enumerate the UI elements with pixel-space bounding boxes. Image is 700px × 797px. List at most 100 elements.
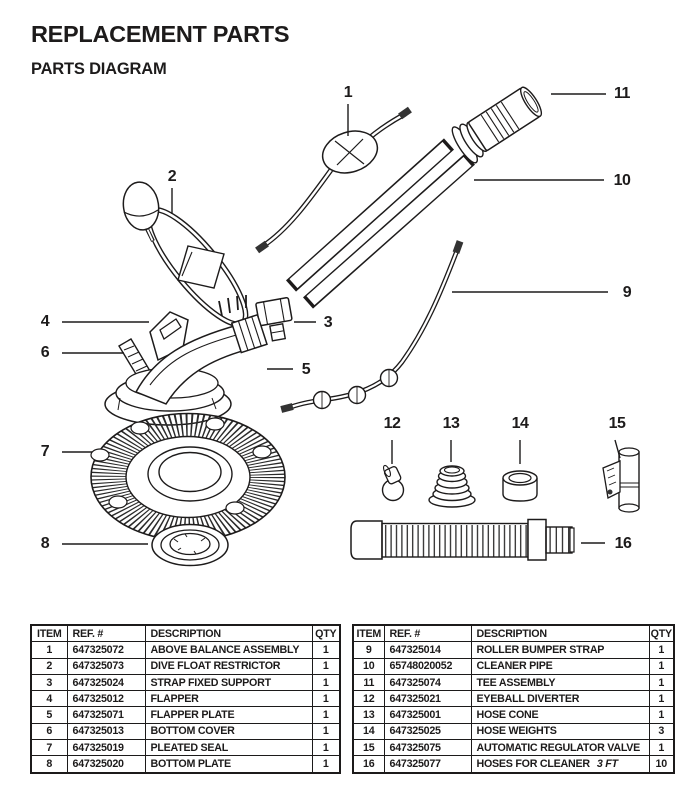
table-row: 5 647325071 FLAPPER PLATE 1 (30, 706, 341, 724)
table-row: 2 647325073 DIVE FLOAT RESTRICTOR 1 (30, 657, 341, 675)
cell-item: 6 (30, 722, 68, 741)
cell-item: 3 (30, 673, 68, 692)
col-header-qty: QTY (311, 624, 341, 643)
cell-ref: 647325014 (383, 641, 472, 659)
cell-description: HOSES FOR CLEANER 3 FT (470, 755, 650, 774)
cell-item: 5 (30, 706, 68, 724)
part-cleaner-hose (350, 518, 575, 561)
cell-qty: 1 (311, 755, 341, 774)
cell-qty: 1 (648, 641, 675, 659)
cell-item: 11 (352, 673, 385, 692)
callout-8: 8 (40, 535, 50, 552)
cell-item: 1 (30, 641, 68, 659)
cell-ref: 647325075 (383, 739, 472, 757)
col-header-item: ITEM (30, 624, 68, 643)
description-text: DIVE FLOAT RESTRICTOR (150, 660, 281, 673)
table-row: 4 647325012 FLAPPER 1 (30, 690, 341, 708)
cell-ref: 647325025 (383, 722, 472, 741)
page-subtitle: PARTS DIAGRAM (31, 60, 167, 78)
cell-qty: 1 (311, 657, 341, 675)
cell-qty: 10 (648, 755, 675, 774)
callout-9: 9 (622, 284, 632, 301)
cell-description: ROLLER BUMPER STRAP (470, 641, 650, 659)
cell-ref: 647325001 (383, 706, 472, 724)
cell-qty: 1 (648, 739, 675, 757)
cell-ref: 647325024 (66, 673, 146, 692)
table-row: 1 647325072 ABOVE BALANCE ASSEMBLY 1 (30, 641, 341, 659)
cell-qty: 1 (648, 673, 675, 692)
cell-description: BOTTOM PLATE (144, 755, 313, 774)
part-above-balance-assembly (255, 106, 412, 254)
cell-ref: 647325013 (66, 722, 146, 741)
callout-12: 12 (383, 415, 401, 432)
cell-ref: 65748020052 (383, 657, 472, 675)
part-cleaner-pipe (285, 138, 475, 309)
cell-qty: 1 (311, 673, 341, 692)
col-header-ref: REF. # (383, 624, 472, 643)
parts-table-items-9-16: ITEM REF. # DESCRIPTION QTY 9 647325014 … (352, 624, 675, 774)
cell-ref: 647325073 (66, 657, 146, 675)
cell-ref: 647325012 (66, 690, 146, 708)
description-text: ABOVE BALANCE ASSEMBLY (150, 643, 300, 656)
cell-qty: 1 (648, 706, 675, 724)
part-tee-assembly (451, 86, 543, 164)
cell-ref: 647325072 (66, 641, 146, 659)
callout-7: 7 (40, 443, 50, 460)
cell-item: 9 (352, 641, 385, 659)
cell-qty: 1 (648, 657, 675, 675)
cell-item: 2 (30, 657, 68, 675)
table-row: 12 647325021 EYEBALL DIVERTER 1 (352, 690, 675, 708)
cell-item: 7 (30, 739, 68, 757)
cell-ref: 647325021 (383, 690, 472, 708)
cell-qty: 3 (648, 722, 675, 741)
callout-2: 2 (167, 168, 177, 185)
description-text: BOTTOM PLATE (150, 758, 232, 771)
callout-3: 3 (323, 314, 333, 331)
part-main-body-assembly (104, 295, 268, 426)
part-hose-cone (428, 465, 476, 508)
callout-16: 16 (614, 535, 632, 552)
part-hose-weight (502, 470, 538, 502)
cell-description: AUTOMATIC REGULATOR VALVE (470, 739, 650, 757)
table-row: 8 647325020 BOTTOM PLATE 1 (30, 755, 341, 774)
part-bottom-plate (151, 523, 229, 567)
cell-description: TEE ASSEMBLY (470, 673, 650, 692)
cell-qty: 1 (311, 739, 341, 757)
table-header-row: ITEM REF. # DESCRIPTION QTY (352, 624, 675, 643)
callout-10: 10 (613, 172, 631, 189)
table-row: 15 647325075 AUTOMATIC REGULATOR VALVE 1 (352, 739, 675, 757)
description-text: HOSE CONE (476, 709, 539, 722)
part-roller-bumper-strap (280, 240, 464, 413)
description-text: AUTOMATIC REGULATOR VALVE (476, 741, 641, 754)
cell-qty: 1 (648, 690, 675, 708)
description-note: 3 FT (596, 758, 618, 771)
cell-ref: 647325071 (66, 706, 146, 724)
cell-description: PLEATED SEAL (144, 739, 313, 757)
description-text: FLAPPER (150, 692, 199, 705)
callout-15: 15 (608, 415, 626, 432)
table-row: 6 647325013 BOTTOM COVER 1 (30, 722, 341, 741)
description-text: BOTTOM COVER (150, 725, 235, 738)
cell-qty: 1 (311, 706, 341, 724)
parts-diagram-art (62, 86, 640, 567)
cell-description: HOSE WEIGHTS (470, 722, 650, 741)
col-header-description: DESCRIPTION (144, 624, 313, 643)
description-text: HOSE WEIGHTS (476, 725, 557, 738)
parts-tables: ITEM REF. # DESCRIPTION QTY 1 647325072 … (0, 624, 700, 794)
description-text: TEE ASSEMBLY (476, 676, 556, 689)
cell-item: 12 (352, 690, 385, 708)
cell-ref: 647325019 (66, 739, 146, 757)
cell-item: 14 (352, 722, 385, 741)
part-automatic-regulator-valve (602, 447, 640, 513)
callout-4: 4 (40, 313, 50, 330)
description-text: HOSES FOR CLEANER (476, 758, 591, 771)
part-pleated-seal (90, 412, 286, 542)
cell-ref: 647325020 (66, 755, 146, 774)
col-header-qty: QTY (648, 624, 675, 643)
table-header-row: ITEM REF. # DESCRIPTION QTY (30, 624, 341, 643)
description-text: PLEATED SEAL (150, 741, 229, 754)
part-strap-fixed-support (255, 297, 293, 342)
cell-item: 8 (30, 755, 68, 774)
